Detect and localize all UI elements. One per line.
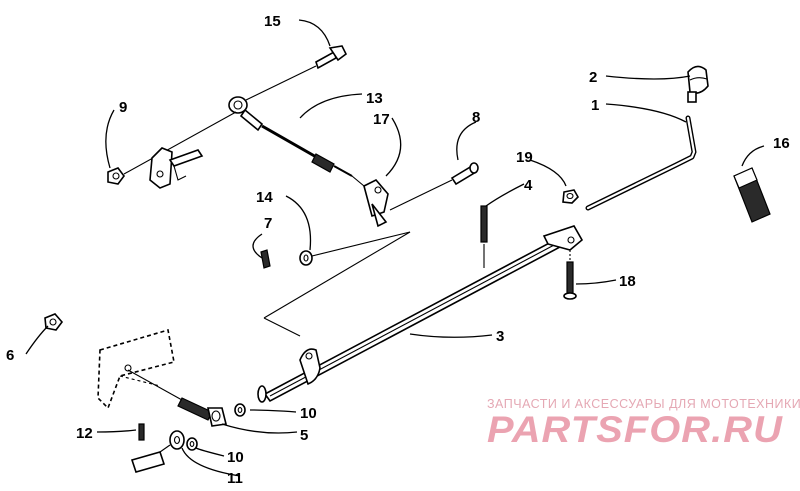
callout-11: 11: [227, 470, 243, 487]
assembly-line-b: [263, 231, 411, 319]
part-1-shift-lever: [585, 115, 697, 211]
part-2-knob: [687, 65, 709, 103]
part-16-pad: [733, 167, 771, 223]
part-15-bolt: [245, 45, 348, 101]
part-12-pin: [130, 423, 171, 473]
part-3-cross-rod: [257, 225, 584, 403]
part-8-screw: [389, 162, 479, 211]
part-19-nut: [562, 189, 579, 204]
part-14-washer: [299, 250, 313, 266]
callout-6: 6: [6, 347, 14, 364]
callout-12: 12: [76, 425, 93, 442]
callout-15: 15: [264, 13, 281, 30]
part-9-nut: [107, 111, 237, 185]
watermark: ЗАПЧАСТИ И АКСЕССУАРЫ ДЛЯ МОТОТЕХНИКИ PA…: [487, 397, 800, 450]
callout-10-upper: 10: [300, 405, 317, 422]
watermark-brand: PARTSFOR.RU: [487, 409, 783, 450]
part-11-washer: [169, 430, 185, 450]
callout-3: 3: [496, 328, 504, 345]
callout-4: 4: [524, 177, 533, 194]
callout-18: 18: [619, 273, 636, 290]
callout-5: 5: [300, 427, 308, 444]
assembly-line-a: [311, 231, 411, 257]
part-6-nut: [44, 313, 64, 331]
part-13-linkage-rod: [228, 96, 353, 177]
watermark-tagline: ЗАПЧАСТИ И АКСЕССУАРЫ ДЛЯ МОТОТЕХНИКИ: [487, 397, 800, 411]
callout-17: 17: [373, 111, 390, 128]
part-4-pin: [480, 205, 488, 268]
callout-7: 7: [264, 215, 272, 232]
bracket: [149, 147, 204, 189]
part-18-screw: [563, 250, 577, 300]
callout-2: 2: [589, 69, 597, 86]
assembly-line-c: [263, 317, 301, 337]
part-5-bolt: [127, 369, 227, 427]
callout-10-lower: 10: [227, 449, 244, 466]
part-10-washer-lower: [186, 437, 198, 451]
callout-9: 9: [119, 99, 127, 116]
callout-16: 16: [773, 135, 790, 152]
part-17-ball-joint: [351, 175, 389, 228]
callout-14: 14: [256, 189, 273, 206]
callout-1: 1: [591, 97, 599, 114]
leader-lines: [25, 19, 765, 477]
callout-8: 8: [472, 109, 480, 126]
part-7-pin: [260, 249, 271, 269]
callout-13: 13: [366, 90, 383, 107]
part-10-washer-upper: [234, 403, 246, 417]
mounting-plate: [97, 328, 175, 410]
callout-19: 19: [516, 149, 533, 166]
callout-labels: 15 2 1 9 13 17 8 16 19 4 14 7 18 3 6 10 …: [6, 13, 790, 487]
